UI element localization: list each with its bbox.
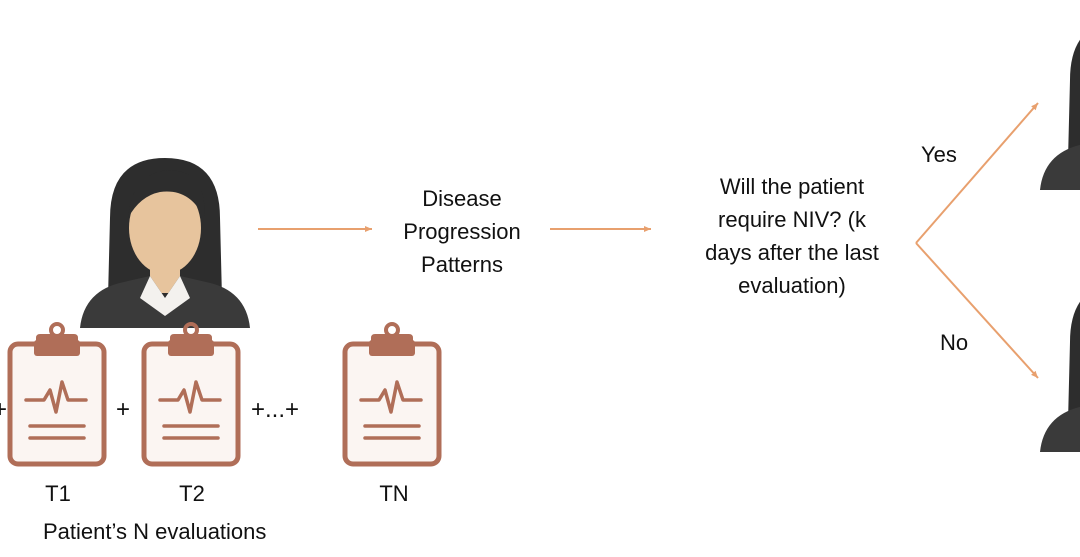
branch-no-label: No <box>940 330 969 355</box>
plus-ellipsis-operator: +...+ <box>251 396 300 423</box>
question-line: require NIV? (k <box>718 207 866 232</box>
progression-line: Patterns <box>421 252 503 277</box>
clipboard-icon <box>144 324 238 464</box>
evaluation-label-t1: T1 <box>45 481 71 506</box>
question-label: Will the patient require NIV? (k days af… <box>672 170 912 302</box>
question-line: evaluation) <box>738 273 846 298</box>
progression-line: Progression <box>403 219 521 244</box>
progression-line: Disease <box>422 186 502 211</box>
clipboard-icon <box>10 324 104 464</box>
evaluations-caption: Patient’s N evaluations <box>43 519 267 544</box>
progression-label: Disease Progression Patterns <box>372 182 552 281</box>
plus-operator: + <box>116 396 131 423</box>
evaluation-label-t2: T2 <box>179 481 205 506</box>
clipboard-icon <box>345 324 439 464</box>
outcome-no-avatar-icon <box>1040 282 1080 452</box>
outcome-yes-avatar-icon <box>1040 20 1080 190</box>
branch-yes-label: Yes <box>921 142 957 167</box>
question-line: Will the patient <box>719 174 865 199</box>
question-line: days after the last <box>705 240 879 265</box>
arrow-no-branch <box>915 242 1039 379</box>
patient-avatar-icon <box>80 158 250 328</box>
leading-plus-operator: + <box>0 396 8 423</box>
arrow-yes-branch <box>915 102 1039 244</box>
evaluation-label-tn: TN <box>379 481 409 506</box>
